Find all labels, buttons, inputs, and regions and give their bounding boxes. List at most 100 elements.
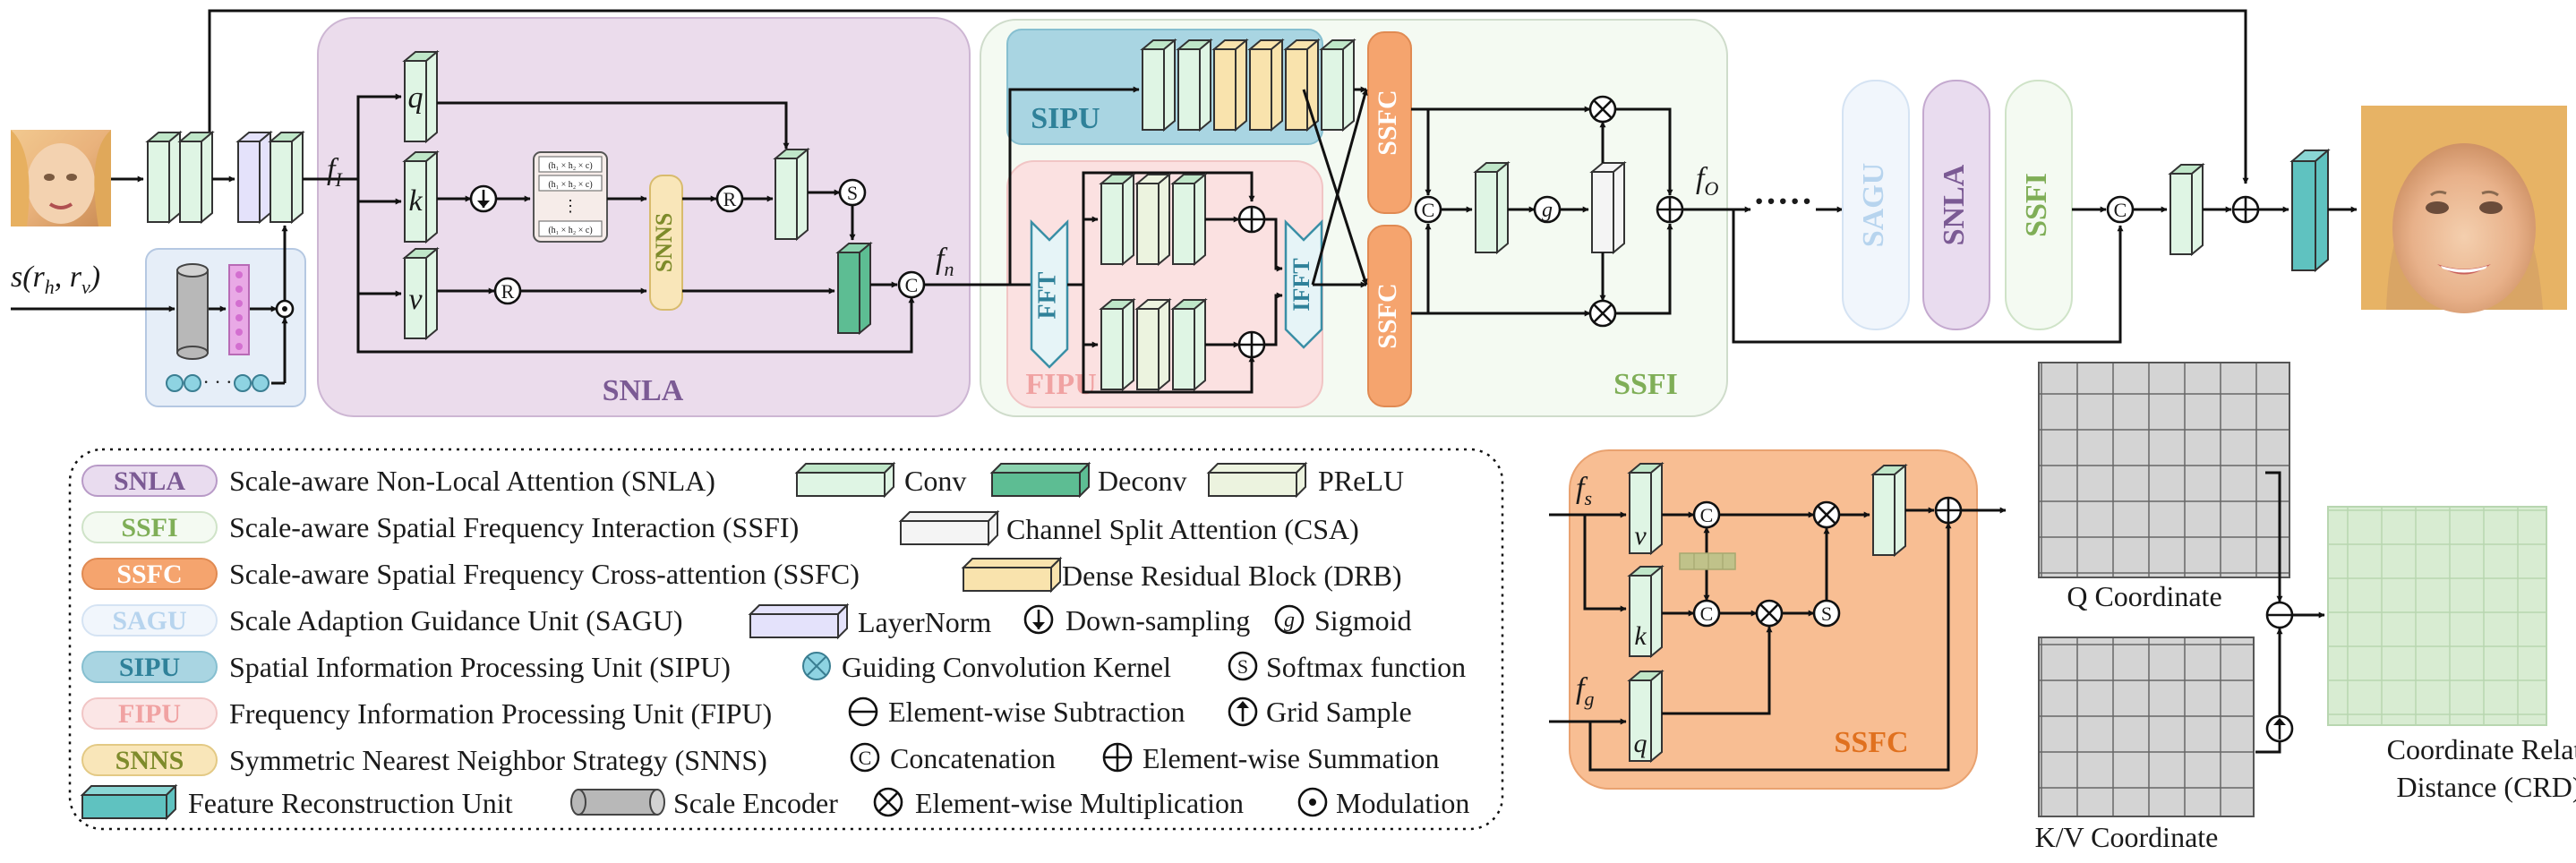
svg-text:Deconv: Deconv — [1098, 465, 1187, 497]
final-sum-op — [2231, 195, 2260, 224]
sipu-blocks — [1140, 38, 1356, 132]
ssfc-concat-v: C — [1692, 500, 1721, 529]
svg-text:q: q — [408, 81, 424, 115]
legend-abbr: SNLA — [114, 466, 185, 496]
svg-text:Element-wise Summation: Element-wise Summation — [1143, 742, 1440, 774]
snla-deconv — [835, 241, 873, 336]
legend-conv: Conv — [794, 461, 966, 499]
svg-text:SNNS: SNNS — [651, 213, 677, 272]
legend-description: Frequency Information Processing Unit (F… — [229, 697, 772, 730]
modulation-op — [275, 299, 295, 319]
fipu-lower-blocks — [1099, 297, 1208, 392]
svg-text:Conv: Conv — [904, 465, 966, 497]
sigmoid-op: g — [1533, 195, 1562, 224]
legend-sigmoid: g Sigmoid — [1274, 604, 1411, 637]
legend-softmax: S Softmax function — [1228, 651, 1466, 683]
downsample-op — [469, 184, 498, 213]
ssfi-panel-label: SSFI — [1613, 368, 1678, 401]
svg-text:SAGU: SAGU — [1857, 163, 1890, 247]
ssfc-out-conv — [1870, 463, 1908, 558]
svg-text:Guiding Convolution Kernel: Guiding Convolution Kernel — [842, 651, 1171, 683]
legend-gridsample: Grid Sample — [1228, 696, 1412, 728]
subtraction-op — [2265, 601, 2294, 629]
legend-concat: C Concatenation — [850, 742, 1056, 774]
crd-grid: Coordinate Relative Distance (CRD) — [2327, 506, 2576, 803]
ssfc-sum — [1934, 496, 1963, 525]
scale-encoder-cylinder — [176, 263, 209, 360]
ssfc-softmax: S — [1812, 599, 1841, 628]
svg-text:v: v — [1634, 521, 1647, 551]
legend-deconv: Deconv — [989, 461, 1187, 499]
fipu-sum-lower — [1237, 330, 1266, 359]
legend-prelu: PReLU — [1206, 461, 1404, 499]
input-conv-1 — [145, 130, 183, 225]
csa-block — [1589, 160, 1627, 255]
legend-pill — [81, 465, 218, 497]
svg-text:g: g — [1542, 199, 1553, 222]
svg-text:Feature Reconstruction Unit: Feature Reconstruction Unit — [188, 787, 513, 819]
sagu-stack-block: SAGU — [1842, 80, 1910, 330]
legend-downsampling: Down-sampling — [1023, 604, 1250, 637]
svg-text:C: C — [1700, 504, 1714, 526]
svg-text:C: C — [1422, 199, 1435, 221]
svg-text:LayerNorm: LayerNorm — [858, 606, 991, 638]
legend-pill — [81, 744, 218, 776]
ssfc-mul-qk — [1755, 599, 1784, 628]
final-conv — [2168, 162, 2205, 257]
legend — [68, 448, 1504, 831]
svg-text:v: v — [408, 283, 423, 316]
layernorm-block — [235, 130, 273, 225]
svg-text:S: S — [847, 182, 858, 204]
softmax-op-1: S — [838, 178, 867, 207]
snla-panel: SNLA — [317, 17, 971, 417]
input-conv-2 — [177, 130, 215, 225]
ssfi-concat-op: C — [1414, 195, 1442, 224]
q-coordinate-grid: Q Coordinate — [2038, 362, 2290, 612]
snla-stack-block: SNLA — [1922, 80, 1990, 330]
svg-text:C: C — [2114, 199, 2127, 221]
legend-csa: Channel Split Attention (CSA) — [898, 509, 1359, 547]
legend-pill — [81, 604, 218, 637]
scale-input-label: s(rh, rv) — [11, 261, 100, 298]
token-matrix: (h₁ × h₂ × c) (h₁ × h₂ × c) ⋮ (h₁ × h₂ ×… — [533, 151, 608, 243]
legend-description: Spatial Information Processing Unit (SIP… — [229, 651, 731, 683]
ssfi-stack-block: SSFI — [2005, 80, 2073, 330]
svg-text:C: C — [905, 274, 919, 296]
ssfc-block-lower: SSFC — [1367, 225, 1412, 407]
svg-text:Down-sampling: Down-sampling — [1065, 604, 1250, 637]
final-concat-op: C — [2106, 195, 2135, 224]
output-hr-image — [2361, 106, 2567, 313]
svg-text:Modulation: Modulation — [1336, 787, 1469, 819]
q-conv: q — [402, 49, 440, 144]
svg-text:IFFT: IFFT — [1288, 258, 1314, 311]
legend-multiplication: Element-wise Multiplication — [873, 787, 1244, 819]
attention-conv — [773, 147, 810, 242]
svg-text:Coordinate Relative: Coordinate Relative — [2387, 733, 2576, 765]
legend-subtraction: Element-wise Subtraction — [848, 696, 1185, 728]
reshape-op-1: R — [715, 184, 744, 213]
legend-summation: Element-wise Summation — [1102, 742, 1440, 774]
svg-text:Element-wise Subtraction: Element-wise Subtraction — [888, 696, 1185, 728]
svg-text:SSFC: SSFC — [1373, 283, 1402, 348]
scale-embedding-horizontal — [1679, 552, 1736, 570]
ssfc-k-conv: k — [1627, 564, 1665, 659]
legend-pill — [81, 697, 218, 730]
concat-op-snla: C — [897, 270, 926, 299]
ssfc-mul-v — [1812, 500, 1841, 529]
legend-pill — [81, 558, 218, 590]
legend-guiding: Guiding Convolution Kernel — [802, 651, 1171, 683]
kv-coordinate-grid: K/V Coordinate — [2035, 637, 2255, 853]
svg-text:C: C — [859, 747, 872, 769]
legend-scale-encoder: Scale Encoder — [570, 787, 838, 819]
svg-text:Sigmoid: Sigmoid — [1314, 604, 1411, 637]
svg-text:Softmax function: Softmax function — [1266, 651, 1466, 683]
ssfi-mul-upper — [1588, 95, 1617, 124]
legend-description: Scale-aware Spatial Frequency Cross-atte… — [229, 558, 860, 590]
